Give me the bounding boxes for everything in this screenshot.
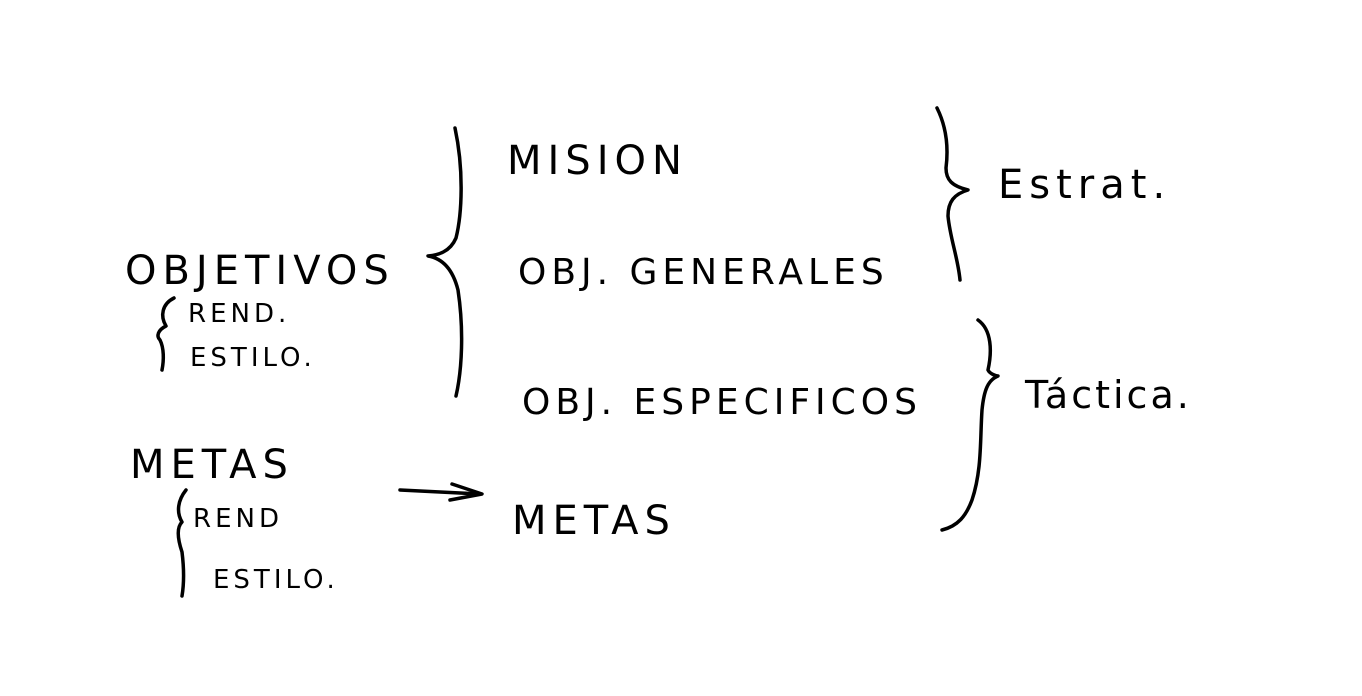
metas-item-estilo: ESTILO.: [213, 565, 339, 595]
obj-generales-label: OBJ. GENERALES: [518, 252, 889, 293]
objetivos-title: OBJETIVOS: [125, 248, 395, 294]
tactical-brace: [940, 318, 1000, 532]
metas-title: METAS: [130, 442, 294, 488]
tactical-label: Táctica.: [1024, 373, 1192, 417]
objetivos-item-estilo: ESTILO.: [190, 343, 316, 373]
obj-especificos-label: OBJ. ESPECIFICOS: [522, 382, 922, 423]
strategic-brace: [935, 106, 970, 282]
objetivos-main-brace: [426, 126, 464, 398]
mision-label: MISION: [507, 138, 688, 184]
objetivos-sub-brace: [156, 296, 176, 372]
arrow-head-icon: [448, 482, 484, 502]
metas-sub-brace: [176, 488, 188, 598]
metas-middle-label: METAS: [512, 498, 676, 544]
strategic-label: Estrat.: [998, 162, 1171, 208]
arrow-line: [398, 488, 482, 496]
metas-item-rend: REND: [193, 504, 283, 534]
objetivos-item-rend: REND.: [188, 299, 290, 329]
